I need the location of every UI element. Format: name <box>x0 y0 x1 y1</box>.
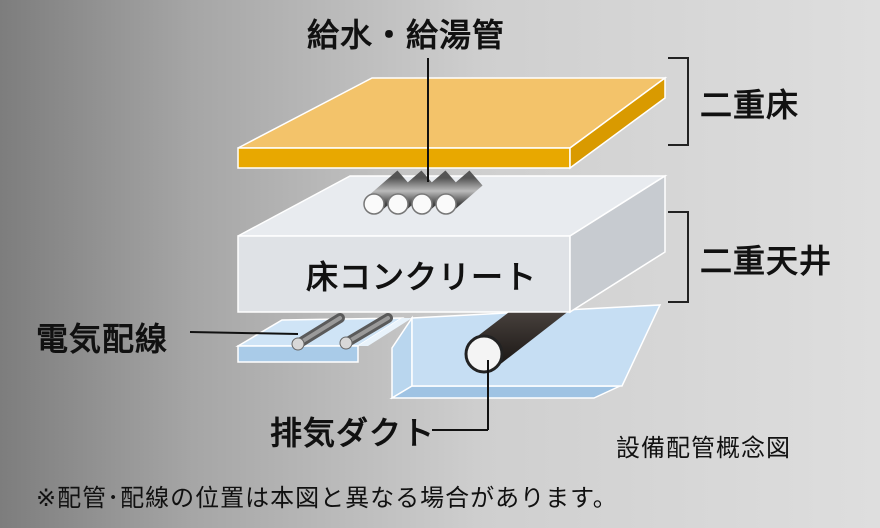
label-electrical-wiring: 電気配線 <box>36 320 169 358</box>
electrical-wiring <box>291 313 393 351</box>
label-exhaust-duct: 排気ダクト <box>270 414 436 452</box>
label-double-ceiling: 二重天井 <box>700 242 833 280</box>
label-double-floor: 二重床 <box>700 86 800 124</box>
diagram-caption: 設備配管概念図 <box>616 434 791 462</box>
leader-lines <box>189 58 489 431</box>
ceiling-panel <box>235 304 662 400</box>
label-floor-concrete: 床コンクリート <box>306 258 538 296</box>
label-water-pipes: 給水・給湯管 <box>307 16 506 54</box>
floor-board <box>237 76 668 170</box>
right-brackets <box>668 57 689 303</box>
water-pipes <box>363 170 483 215</box>
disclaimer-note: ※配管･配線の位置は本図と異なる場合があります。 <box>36 484 618 512</box>
